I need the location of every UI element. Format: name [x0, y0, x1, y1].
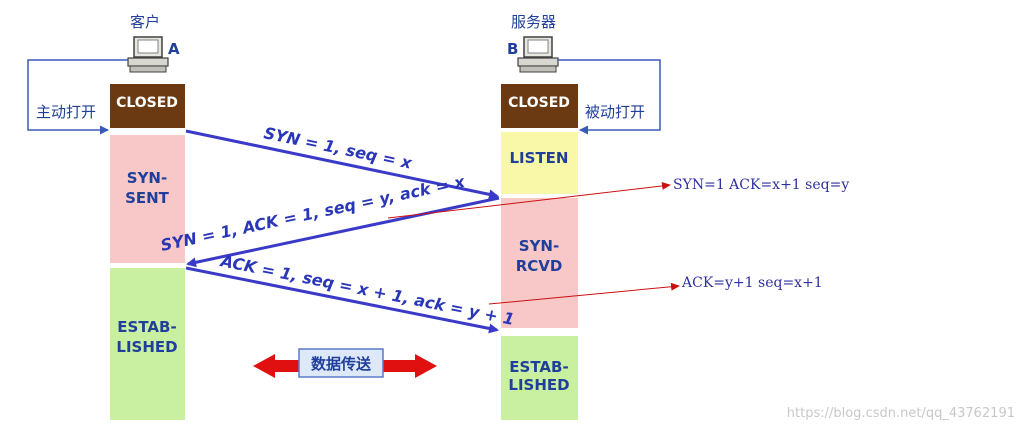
server-computer-icon — [517, 36, 559, 73]
server-letter: B — [507, 40, 518, 58]
annotation2-text: ACK=y+1 seq=x+1 — [681, 275, 823, 291]
data-transfer-arrow: 数据传送 — [253, 348, 437, 378]
client-state-column: CLOSED SYN- SENT ESTAB- LISHED — [110, 84, 185, 420]
annotation1-arrow — [387, 181, 671, 219]
server-closed-box — [501, 84, 578, 128]
watermark: https://blog.csdn.net/qq_43762191 — [787, 406, 1015, 421]
server-estab-label-2: LISHED — [508, 376, 569, 394]
msg3-label: ACK = 1, seq = x + 1, ack = y + 1 — [217, 251, 516, 329]
annotation2-arrow — [488, 282, 680, 305]
client-syn-sent-label-2: SENT — [125, 189, 170, 207]
server-closed-label: CLOSED — [508, 95, 570, 111]
client-title: 客户 — [130, 13, 160, 31]
annotation1-text: SYN=1 ACK=x+1 seq=y — [673, 177, 849, 193]
server-estab-box — [501, 336, 578, 420]
data-transfer-box — [298, 348, 384, 378]
server-syn-rcvd-label-1: SYN- — [519, 237, 559, 255]
server-syn-rcvd-box — [501, 198, 578, 328]
client-closed-box — [110, 84, 185, 128]
client-syn-sent-box — [110, 135, 185, 263]
client-syn-sent-label-1: SYN- — [127, 169, 167, 187]
client-estab-label-1: ESTAB- — [117, 318, 176, 336]
msg1-arrow — [185, 129, 499, 200]
server-open-label: 被动打开 — [585, 103, 645, 121]
msg2-arrow — [186, 196, 500, 268]
server-open-loop — [558, 59, 661, 135]
client-letter: A — [168, 40, 180, 58]
client-open-loop — [27, 59, 128, 135]
server-listen-label: LISTEN — [510, 149, 569, 167]
server-title: 服务器 — [511, 13, 556, 31]
data-transfer-label: 数据传送 — [311, 355, 372, 373]
server-syn-rcvd-label-2: RCVD — [516, 257, 563, 275]
server-state-column: CLOSED LISTEN SYN- RCVD ESTAB- LISHED — [501, 84, 578, 420]
msg3-arrow — [185, 266, 499, 334]
client-estab-label-2: LISHED — [116, 338, 177, 356]
server-listen-box — [501, 132, 578, 194]
client-closed-label: CLOSED — [116, 95, 178, 111]
client-estab-box — [110, 268, 185, 420]
client-computer-icon — [127, 36, 169, 73]
msg1-label: SYN = 1, seq = x — [262, 123, 414, 173]
server-estab-label-1: ESTAB- — [509, 358, 568, 376]
client-open-label: 主动打开 — [36, 103, 96, 121]
